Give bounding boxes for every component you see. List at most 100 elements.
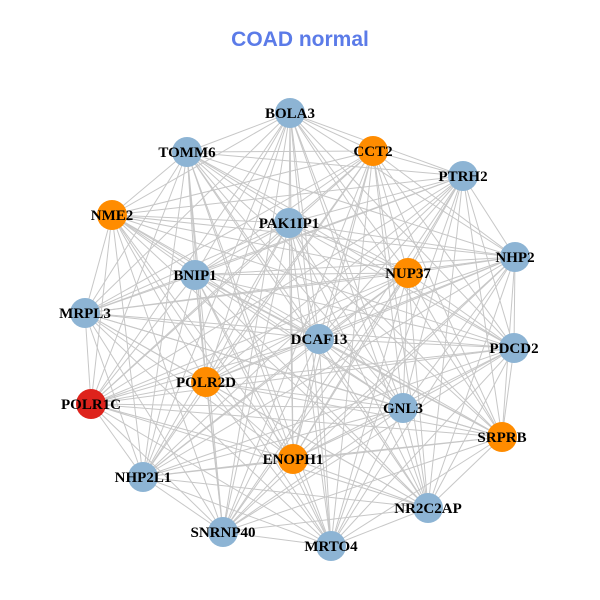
edge-DCAF13-PDCD2: [318, 338, 515, 349]
edge-NHP2-POLR2D: [205, 256, 516, 383]
edge-ENOPH1-NR2C2AP: [292, 458, 429, 509]
edge-NHP2-PDCD2: [513, 256, 516, 349]
node-label-NUP37: NUP37: [385, 266, 431, 282]
node-CCT2[interactable]: [358, 136, 388, 166]
edge-PDCD2-POLR2D: [205, 347, 515, 383]
edge-MRPL3-SNRNP40: [84, 312, 224, 533]
edge-BOLA3-TOMM6: [186, 112, 291, 153]
edge-POLR2D-SNRNP40: [205, 381, 224, 533]
edge-BNIP1-MRTO4: [194, 274, 332, 547]
edge-GNL3-ENOPH1: [292, 407, 404, 460]
edge-NUP37-MRPL3: [84, 272, 409, 314]
edge-PTRH2-NHP2L1: [142, 175, 464, 478]
edge-GNL3-NHP2L1: [142, 407, 404, 478]
edge-NME2-GNL3: [111, 214, 404, 409]
edge-NME2-SRPRB: [111, 214, 503, 438]
edge-POLR2D-MRTO4: [205, 381, 332, 547]
node-label-PTRH2: PTRH2: [438, 169, 487, 185]
node-MRTO4[interactable]: [316, 531, 346, 561]
edge-PDCD2-SNRNP40: [222, 347, 515, 533]
node-label-NHP2: NHP2: [495, 250, 534, 266]
edge-NHP2-SNRNP40: [222, 256, 516, 533]
node-POLR2D[interactable]: [191, 367, 221, 397]
edge-CCT2-GNL3: [372, 150, 404, 409]
edge-NME2-BNIP1: [111, 214, 196, 276]
edge-DCAF13-SRPRB: [318, 338, 503, 438]
edge-POLR1C-ENOPH1: [90, 403, 294, 460]
node-BOLA3[interactable]: [275, 98, 305, 128]
edge-SRPRB-NHP2L1: [142, 436, 503, 478]
edge-CCT2-POLR1C: [90, 150, 374, 405]
node-PTRH2[interactable]: [448, 161, 478, 191]
edge-NR2C2AP-SNRNP40: [222, 507, 429, 533]
edge-PTRH2-PAK1IP1: [288, 175, 464, 224]
edge-DCAF13-ENOPH1: [292, 338, 320, 460]
node-MRPL3[interactable]: [70, 298, 100, 328]
node-label-POLR2D: POLR2D: [176, 375, 236, 391]
edge-PTRH2-POLR2D: [205, 175, 464, 383]
node-NUP37[interactable]: [393, 258, 423, 288]
node-SRPRB[interactable]: [487, 422, 517, 452]
edge-PTRH2-GNL3: [402, 175, 464, 409]
node-BNIP1[interactable]: [180, 260, 210, 290]
edge-POLR1C-GNL3: [90, 403, 404, 409]
edge-NME2-MRPL3: [84, 214, 113, 314]
edge-CCT2-MRPL3: [84, 150, 374, 314]
node-NR2C2AP[interactable]: [413, 493, 443, 523]
edge-TOMM6-NME2: [111, 151, 188, 216]
edge-NHP2-BNIP1: [194, 256, 516, 276]
node-label-PAK1IP1: PAK1IP1: [259, 216, 320, 232]
edge-NHP2L1-SNRNP40: [142, 476, 224, 533]
edge-PAK1IP1-SRPRB: [288, 222, 503, 438]
node-label-TOMM6: TOMM6: [158, 145, 216, 161]
edge-GNL3-SNRNP40: [222, 407, 404, 533]
edge-CCT2-PTRH2: [372, 150, 464, 177]
edge-NME2-SNRNP40: [111, 214, 224, 533]
node-DCAF13[interactable]: [304, 324, 334, 354]
edge-NHP2-ENOPH1: [292, 256, 516, 460]
edge-PTRH2-NHP2: [462, 175, 516, 258]
edge-NUP37-MRTO4: [330, 272, 409, 547]
edge-PTRH2-DCAF13: [318, 175, 464, 340]
edge-PAK1IP1-NHP2L1: [142, 222, 290, 478]
edge-BNIP1-PDCD2: [194, 274, 515, 349]
edge-TOMM6-MRTO4: [186, 151, 332, 547]
node-POLR1C[interactable]: [76, 389, 106, 419]
node-label-MRTO4: MRTO4: [304, 539, 358, 555]
node-SNRNP40[interactable]: [208, 517, 238, 547]
edge-PAK1IP1-NUP37: [288, 222, 409, 274]
edge-GNL3-NR2C2AP: [402, 407, 429, 509]
edge-PAK1IP1-MRTO4: [288, 222, 332, 547]
node-NME2[interactable]: [97, 200, 127, 230]
edge-PTRH2-POLR1C: [90, 175, 464, 405]
node-PAK1IP1[interactable]: [274, 208, 304, 238]
edge-NME2-DCAF13: [111, 214, 320, 340]
edge-BNIP1-NR2C2AP: [194, 274, 429, 509]
edge-CCT2-NUP37: [372, 150, 409, 274]
edge-PAK1IP1-NHP2: [288, 222, 516, 258]
edge-BNIP1-NUP37: [194, 272, 409, 276]
edge-PTRH2-SRPRB: [462, 175, 503, 438]
edge-NUP37-NR2C2AP: [407, 272, 429, 509]
node-NHP2[interactable]: [500, 242, 530, 272]
node-GNL3[interactable]: [388, 393, 418, 423]
edge-TOMM6-PAK1IP1: [186, 151, 290, 224]
edge-NME2-ENOPH1: [111, 214, 294, 460]
node-TOMM6[interactable]: [172, 137, 202, 167]
edge-BOLA3-PDCD2: [289, 112, 515, 349]
node-label-NME2: NME2: [91, 208, 134, 224]
edge-PTRH2-PDCD2: [462, 175, 515, 349]
edge-CCT2-DCAF13: [318, 150, 374, 340]
edge-PDCD2-NHP2L1: [142, 347, 515, 478]
node-label-NR2C2AP: NR2C2AP: [394, 501, 462, 517]
edge-ENOPH1-NHP2L1: [142, 458, 294, 478]
edge-TOMM6-PTRH2: [186, 151, 464, 177]
edge-CCT2-NR2C2AP: [372, 150, 429, 509]
node-NHP2L1[interactable]: [128, 462, 158, 492]
node-PDCD2[interactable]: [499, 333, 529, 363]
edge-TOMM6-POLR1C: [90, 151, 188, 405]
edge-CCT2-SNRNP40: [222, 150, 374, 533]
edge-POLR2D-ENOPH1: [205, 381, 294, 460]
node-ENOPH1[interactable]: [278, 444, 308, 474]
